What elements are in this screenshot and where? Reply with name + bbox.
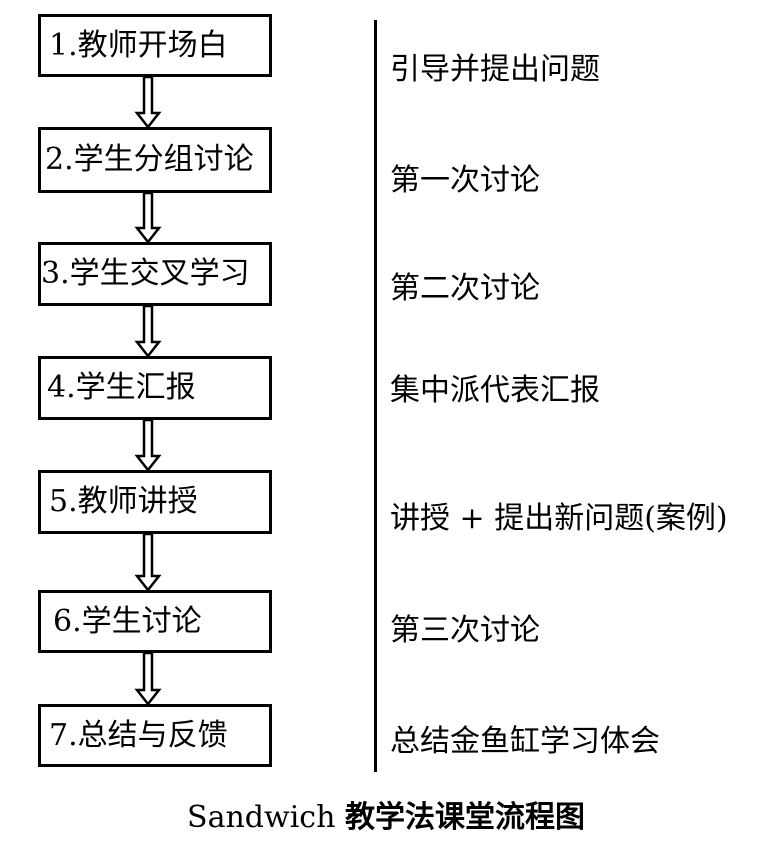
- caption-latin: Sandwich: [187, 800, 336, 835]
- caption-cjk: 教学法课堂流程图: [344, 800, 585, 835]
- step-note-6: 第三次讨论: [390, 613, 540, 648]
- step-box-2: 2.学生分组讨论: [38, 127, 272, 193]
- down-arrow-1: [134, 75, 162, 130]
- step-label: 3.学生交叉学习: [41, 256, 250, 291]
- step-box-6: 6.学生讨论: [38, 590, 272, 653]
- step-label: 7.总结与反馈: [49, 717, 228, 753]
- step-label: 2.学生分组讨论: [45, 142, 254, 177]
- step-label: 5.教师讲授: [49, 484, 198, 519]
- figure-caption: Sandwich 教学法课堂流程图: [0, 803, 772, 833]
- step-note-2: 第一次讨论: [390, 163, 540, 198]
- step-note-1: 引导并提出问题: [390, 52, 600, 87]
- step-box-5: 5.教师讲授: [38, 470, 272, 534]
- down-arrow-2: [134, 191, 162, 245]
- step-box-4: 4.学生汇报: [38, 356, 272, 420]
- down-arrow-6: [134, 651, 162, 707]
- down-arrow-3: [134, 304, 162, 359]
- step-note-3: 第二次讨论: [390, 271, 540, 306]
- step-label: 1.教师开场白: [49, 27, 228, 63]
- step-label: 6.学生讨论: [53, 603, 202, 639]
- step-box-3: 3.学生交叉学习: [38, 242, 272, 306]
- down-arrow-4: [134, 418, 162, 473]
- step-note-7: 总结金鱼缸学习体会: [390, 724, 660, 759]
- step-note-4: 集中派代表汇报: [390, 373, 600, 408]
- step-box-7: 7.总结与反馈: [38, 704, 272, 767]
- step-note-5: 讲授 + 提出新问题(案例): [390, 501, 728, 536]
- vertical-divider: [374, 20, 377, 772]
- step-label: 4.学生汇报: [47, 370, 196, 405]
- step-box-1: 1.教师开场白: [38, 14, 272, 77]
- down-arrow-5: [134, 532, 162, 593]
